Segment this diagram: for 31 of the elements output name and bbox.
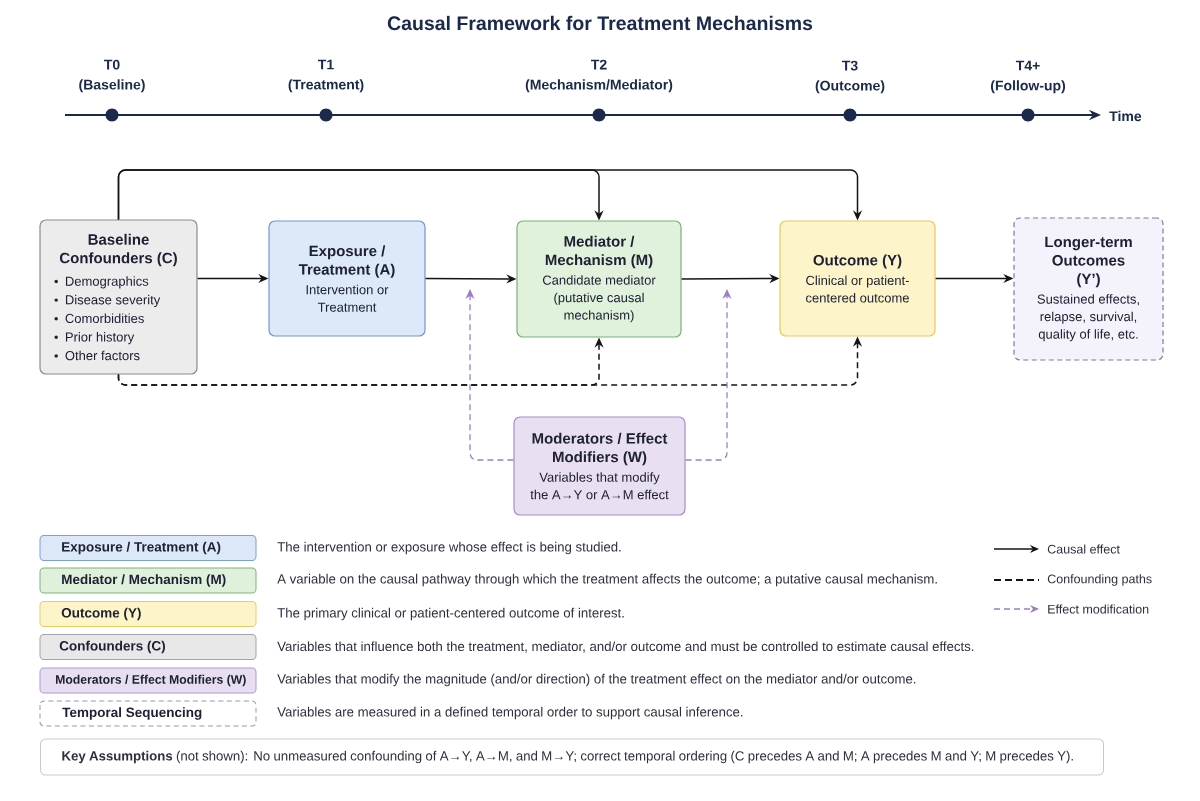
legend-label: Effect modification bbox=[1048, 604, 1149, 614]
legend-label: Confounders (C) bbox=[59, 640, 165, 654]
legend-description: The intervention or exposure whose effect is being studied. bbox=[277, 541, 621, 555]
legend-description: Variables that modify the magnitude (and/or direction) of the treatment effect on the mediator and/or outcome. bbox=[277, 673, 916, 687]
legend-description: Variables that influence both the treatment, mediator, and/or outcome and must be controlled to estimate causal effects. bbox=[277, 641, 974, 653]
legend-label: Exposure / Treatment (A) bbox=[62, 541, 221, 555]
legend-label: Confounding paths bbox=[1047, 574, 1152, 586]
legend-label: Temporal Sequencing bbox=[62, 707, 202, 720]
assumptions-box: Key Assumptions (not shown): No unmeasured confounding of A→Y, A→M, and M→Y; correct temporal ordering (C precedes A and M; A precedes M and Y; M precedes Y). bbox=[40, 738, 1104, 776]
moderators-box: Moderators / Effect Modifiers (W) Variables that modify the A→Y or A→M effect bbox=[513, 416, 686, 516]
timeline-label: T3 (Outcome) bbox=[815, 60, 885, 94]
title: Causal Framework for Treatment Mechanisms bbox=[387, 15, 813, 31]
mediator-box: Mediator / Mechanism (M) Candidate mediator (putative causal mechanism) bbox=[516, 220, 682, 338]
timeline-label: T2 (Mechanism/Mediator) bbox=[525, 59, 673, 93]
confounders-box: Baseline Confounders (C) Demographics Disease severity Comorbidities Prior history Other factors bbox=[39, 219, 198, 375]
legend-label: Mediator / Mechanism (M) bbox=[62, 574, 226, 587]
dashed-arrow bbox=[465, 289, 515, 461]
long-term-outcomes-box: Longer-term Outcomes (Y’) Sustained effects, relapse, survival, quality of life, etc. bbox=[1013, 217, 1164, 361]
arrow bbox=[117, 169, 863, 221]
timeline-label: T1 (Treatment) bbox=[288, 59, 364, 93]
axis-label: Time bbox=[1109, 110, 1142, 122]
timeline-label: T4+ (Follow-up) bbox=[991, 60, 1066, 94]
outcome-box: Outcome (Y) Clinical or patient-centered outcome bbox=[779, 220, 936, 337]
legend-description: A variable on the causal pathway through which the treatment affects the outcome; a putative causal mechanism. bbox=[277, 573, 937, 587]
legend-label: Outcome (Y) bbox=[61, 607, 141, 621]
legend-description: Variables are measured in a defined temporal order to support causal inference. bbox=[277, 706, 743, 720]
treatment-box: Exposure / Treatment (A) Intervention or Treatment bbox=[268, 220, 426, 337]
legend-label: Moderators / Effect Modifiers (W) bbox=[56, 674, 246, 687]
legend-description: The primary clinical or patient-centered outcome of interest. bbox=[277, 607, 624, 621]
legend-label: Causal effect bbox=[1047, 544, 1120, 554]
timeline-label: T0 (Baseline) bbox=[79, 59, 145, 93]
